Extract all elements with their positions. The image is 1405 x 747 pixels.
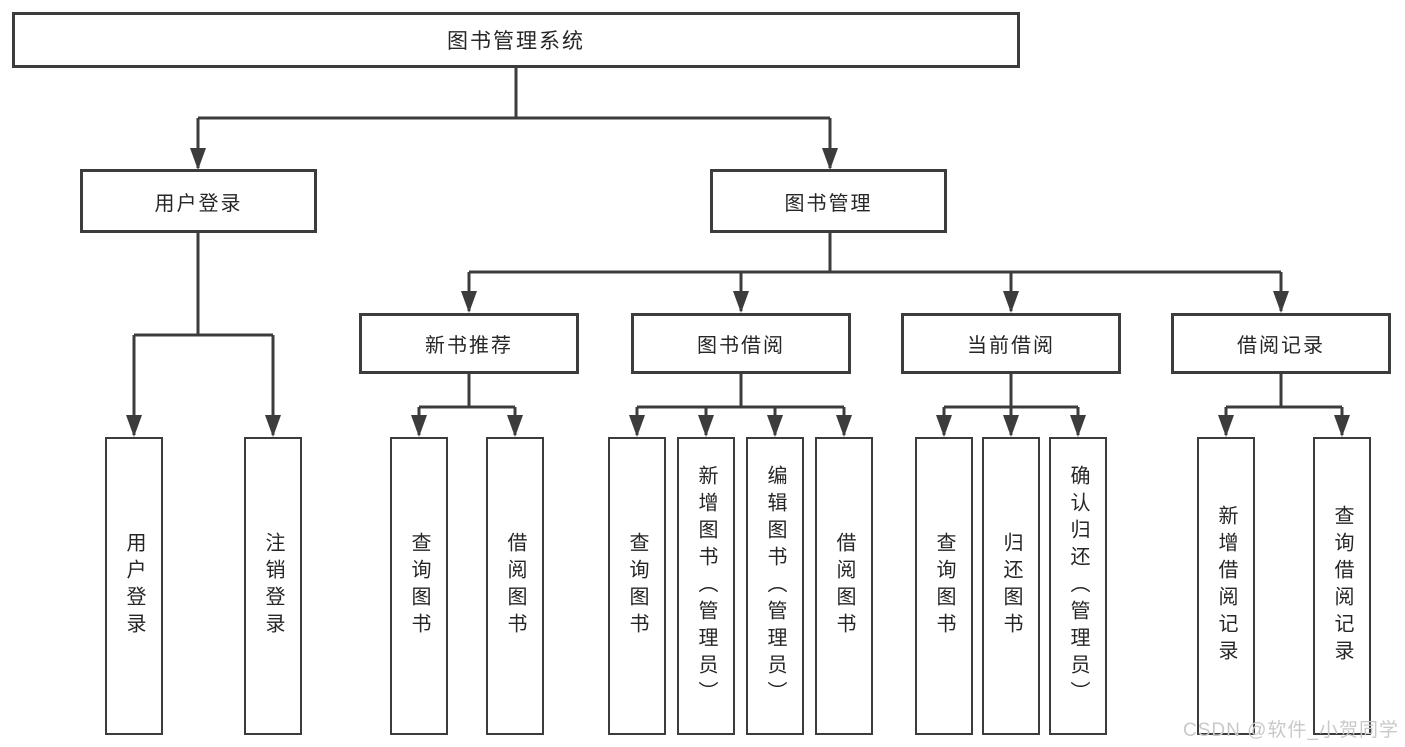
leaf-query-books-recommendation: 查询图书: [390, 437, 448, 735]
leaf-borrow-books-borrowing: 借阅图书: [815, 437, 873, 735]
leaf-query-books-recommendation-label: 查询图书: [408, 532, 430, 640]
leaf-borrow-books-borrowing-label: 借阅图书: [833, 532, 855, 640]
arrowheads: [126, 148, 1350, 437]
leaf-query-borrow-record-label: 查询借阅记录: [1331, 505, 1353, 667]
leaf-user-login: 用户登录: [105, 437, 163, 735]
leaf-query-borrow-record: 查询借阅记录: [1313, 437, 1371, 735]
leaf-query-books-borrowing: 查询图书: [608, 437, 666, 735]
leaf-add-book-admin-label: 新增图书（管理员）: [695, 464, 717, 708]
tree-edges: [132, 68, 1344, 435]
node-new-book-recommendation: 新书推荐: [359, 313, 579, 374]
leaf-borrow-books-recommendation: 借阅图书: [486, 437, 544, 735]
leaf-query-books-borrowing-label: 查询图书: [626, 532, 648, 640]
leaf-add-book-admin: 新增图书（管理员）: [677, 437, 735, 735]
node-book-borrowing: 图书借阅: [631, 313, 851, 374]
leaf-logout-label: 注销登录: [262, 532, 284, 640]
leaf-confirm-return-admin: 确认归还（管理员）: [1049, 437, 1107, 735]
leaf-logout: 注销登录: [244, 437, 302, 735]
leaf-confirm-return-admin-label: 确认归还（管理员）: [1067, 464, 1089, 708]
node-book-management: 图书管理: [710, 169, 947, 233]
leaf-edit-book-admin-label: 编辑图书（管理员）: [764, 464, 786, 708]
node-root: 图书管理系统: [12, 12, 1020, 68]
node-current-borrowing: 当前借阅: [901, 313, 1121, 374]
leaf-add-borrow-record: 新增借阅记录: [1197, 437, 1255, 735]
leaf-borrow-books-recommendation-label: 借阅图书: [504, 532, 526, 640]
leaf-return-book: 归还图书: [982, 437, 1040, 735]
watermark: CSDN @软件_小贺同学: [1183, 720, 1399, 741]
leaf-user-login-label: 用户登录: [123, 532, 145, 640]
leaf-edit-book-admin: 编辑图书（管理员）: [746, 437, 804, 735]
node-borrowing-records: 借阅记录: [1171, 313, 1391, 374]
leaf-query-books-current: 查询图书: [915, 437, 973, 735]
leaf-add-borrow-record-label: 新增借阅记录: [1215, 505, 1237, 667]
node-user-login: 用户登录: [80, 169, 317, 233]
leaf-query-books-current-label: 查询图书: [933, 532, 955, 640]
leaf-return-book-label: 归还图书: [1000, 532, 1022, 640]
